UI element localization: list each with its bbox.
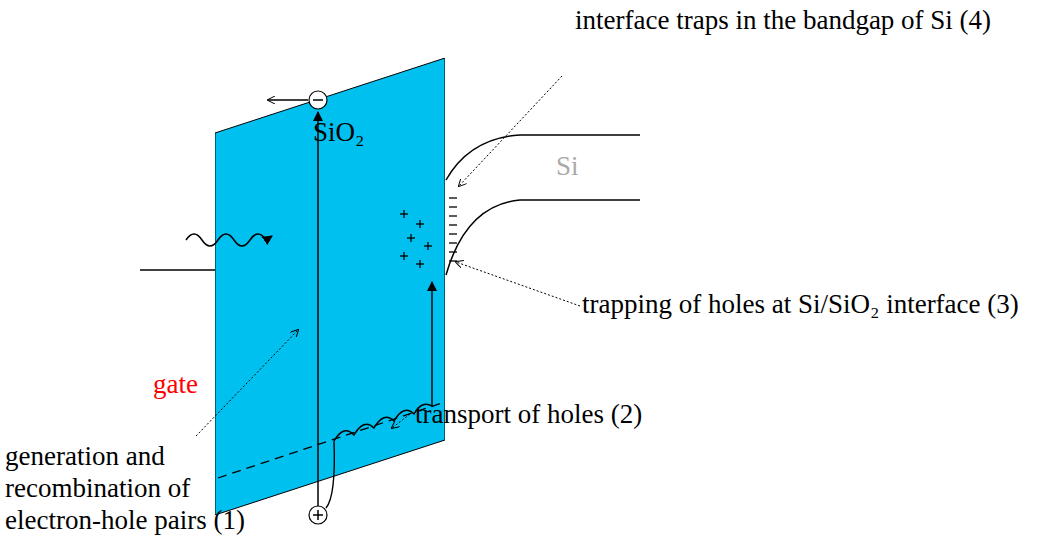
leader-line (392, 414, 410, 428)
leader-line (456, 262, 580, 306)
leader-line (196, 330, 298, 436)
valence-band (446, 200, 640, 275)
hole-hopping-path (326, 282, 432, 508)
leader-line (459, 76, 562, 186)
radiation-arrow (186, 234, 272, 246)
electron-symbol (309, 91, 327, 109)
oxide-layer: SiO₂ (215, 58, 445, 515)
callout-text: generation and recombination of electron… (5, 440, 250, 536)
hole-symbol (309, 506, 327, 524)
gate-level (140, 269, 215, 271)
callout-text: transport of holes (2) (415, 398, 642, 430)
excitation-arrow (317, 112, 319, 506)
interface-traps (449, 198, 457, 261)
oxide-valence-edge (218, 403, 442, 478)
conduction-band (446, 135, 640, 180)
electrode-label: gate (153, 368, 198, 400)
electron-escape-arrow (268, 99, 308, 101)
layer-label: SiO₂ (313, 116, 364, 148)
material-label: Si (556, 150, 579, 182)
trapped-holes (400, 210, 432, 268)
callout-text: trapping of holes at Si/SiO₂ interface (… (582, 288, 1052, 320)
callout-text: interface traps in the bandgap of Si (4) (575, 4, 1015, 36)
